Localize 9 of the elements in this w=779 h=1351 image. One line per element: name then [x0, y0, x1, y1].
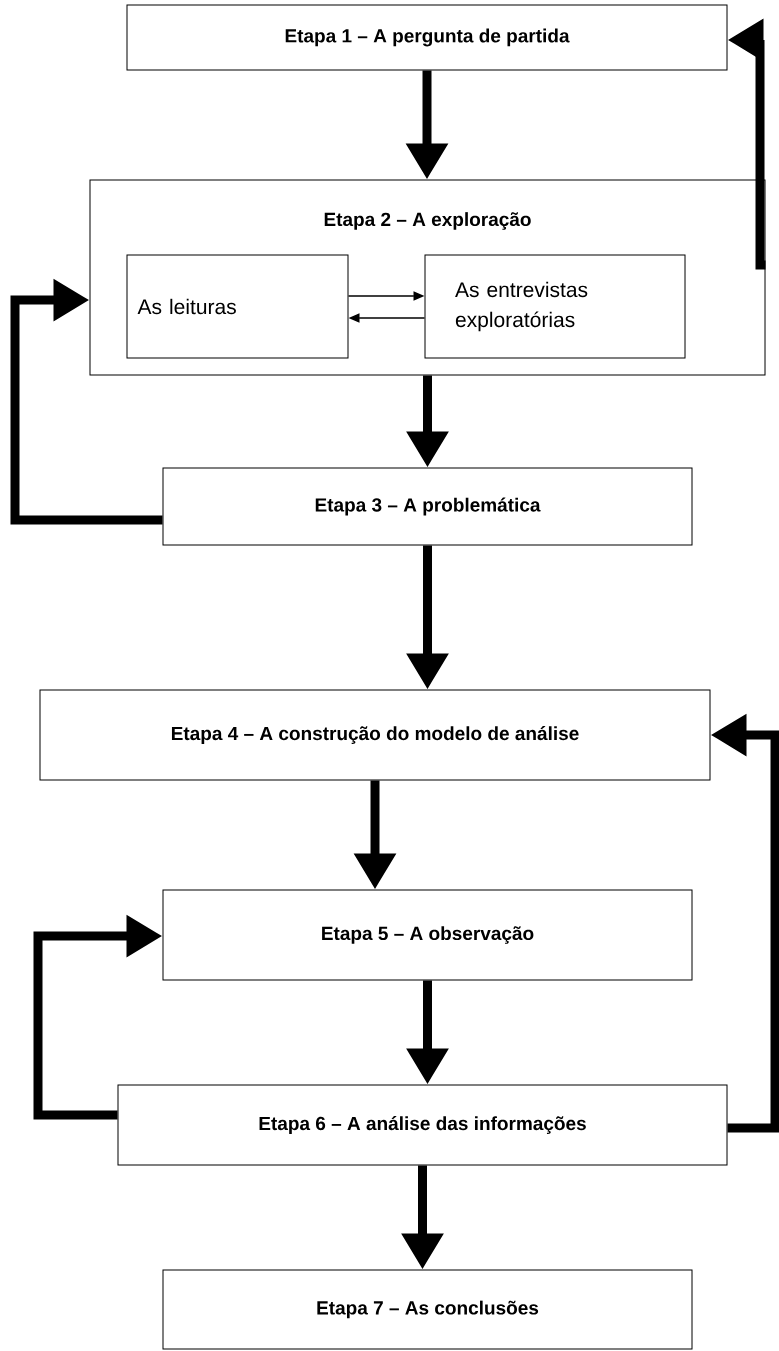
process-box: Etapa 6 – A análise das informações	[117, 1084, 728, 1166]
arrow	[10, 278, 163, 525]
process-box: As leituras	[126, 254, 349, 359]
process-box: Etapa 3 – A problemática	[162, 467, 693, 546]
process-box: Etapa 4 – A construção do modelo de análise	[39, 689, 711, 781]
process-box: As entrevistas exploratórias	[424, 254, 686, 359]
process-box: Etapa 5 – A observação	[162, 889, 693, 981]
process-box: Etapa 7 – As conclusões	[162, 1269, 693, 1350]
process-box: Etapa 1 – A pergunta de partida	[126, 4, 728, 71]
